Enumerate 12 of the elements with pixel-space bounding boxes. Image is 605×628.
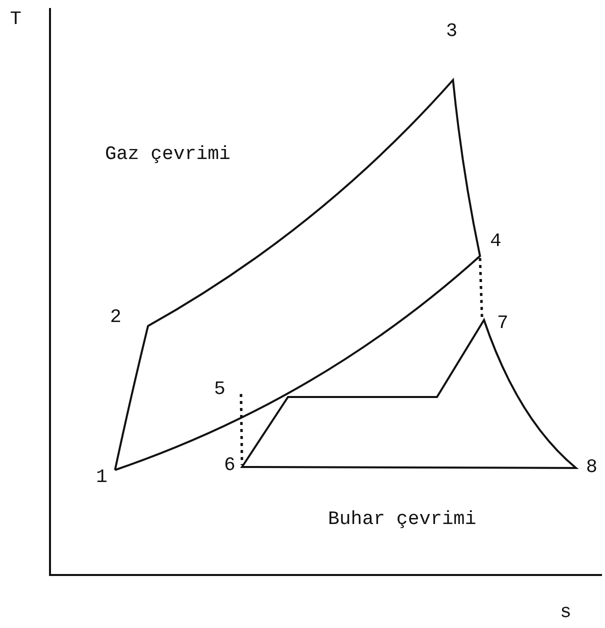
region-label: Gaz çevrimi xyxy=(105,145,230,164)
region-label: Buhar çevrimi xyxy=(328,510,476,529)
point-number: 8 xyxy=(586,458,598,477)
point-number: 4 xyxy=(490,232,502,251)
axis-label: T xyxy=(10,10,22,29)
axis-label: s xyxy=(560,603,572,622)
point-number: 2 xyxy=(110,308,122,327)
point-number: 6 xyxy=(224,456,236,475)
point-number: 5 xyxy=(214,380,226,399)
point-number: 7 xyxy=(497,314,508,333)
point-number: 3 xyxy=(446,22,458,41)
point-number: 1 xyxy=(96,468,108,487)
